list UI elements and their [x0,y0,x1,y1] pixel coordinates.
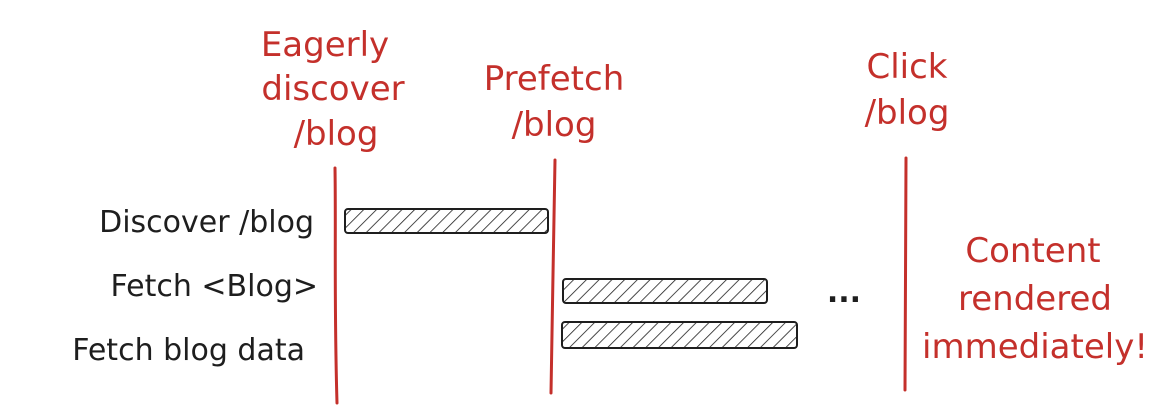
task-label-fetch-data: Fetch blog data [72,333,305,368]
task-row-fetch-data: Fetch blog data [72,321,798,368]
outcome-note: Content rendered immediately! [922,231,1148,367]
outcome-line-3: immediately! [922,327,1148,367]
milestone-discover-line [333,166,339,405]
milestone-prefetch-line [549,158,557,395]
milestone-click: Click /blog [865,47,950,392]
milestone-click-line [903,156,908,392]
task-row-fetch-component: Fetch <Blog> [111,269,768,304]
outcome-line-2: rendered [958,279,1112,319]
milestone-discover-line-3: /blog [294,114,379,154]
milestone-discover-line-1: Eagerly [261,25,389,65]
milestone-prefetch-line-1: Prefetch [484,59,625,99]
outcome-line-1: Content [965,231,1100,271]
task-bar-fetch-data [561,321,798,349]
task-bar-discover [344,208,549,234]
task-label-fetch-component: Fetch <Blog> [111,269,318,304]
milestone-click-line-2: /blog [865,93,950,133]
task-row-discover: Discover /blog [99,205,549,240]
task-label-discover: Discover /blog [99,205,314,240]
ellipsis: ... [827,275,861,310]
milestone-prefetch-line-2: /blog [512,105,597,145]
milestone-prefetch: Prefetch /blog [484,59,625,395]
milestone-discover: Eagerly discover /blog [261,25,405,405]
milestone-discover-line-2: discover [261,69,404,109]
task-bar-fetch-component [562,278,768,304]
milestone-click-line-1: Click [866,47,947,87]
